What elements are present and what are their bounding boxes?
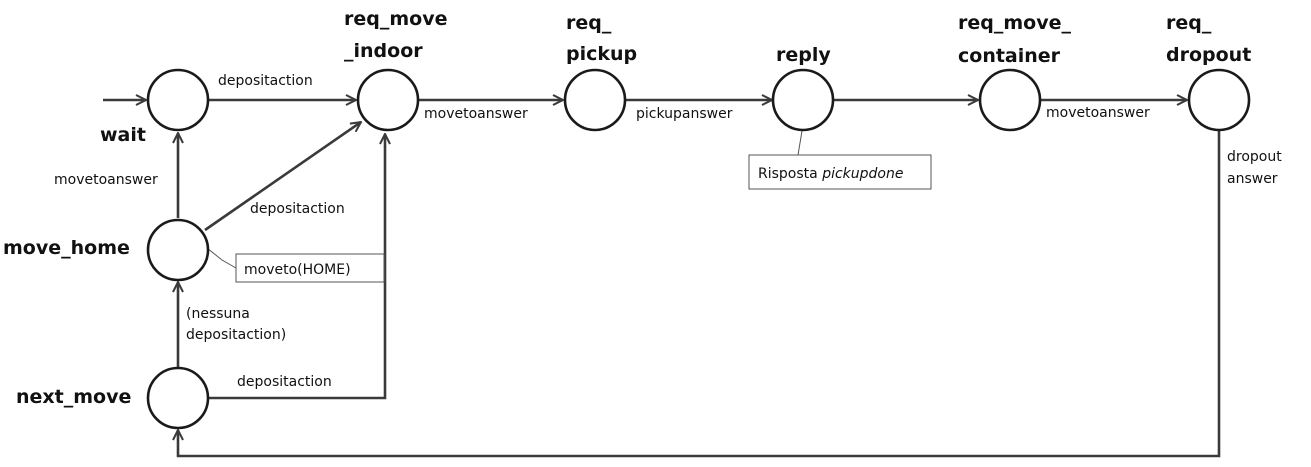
reply-note-connector	[797, 130, 803, 156]
transition-label-next-to-indoor: depositaction	[237, 374, 332, 390]
label-req-move-indoor-line2: _indoor	[344, 40, 423, 62]
state-wait	[146, 68, 210, 132]
edge-home-to-indoor	[204, 122, 361, 232]
label-req-dropout-line1: req_	[1166, 12, 1212, 34]
label-req-pickup-line1: req_	[566, 12, 612, 34]
label-req-move-indoor-line1: req_move	[344, 8, 447, 30]
label-req-dropout-line2: dropout	[1166, 44, 1251, 66]
transition-label-next-to-home-line2: depositaction)	[186, 327, 286, 343]
label-move-home: move_home	[3, 237, 130, 259]
home-note-connector	[206, 247, 237, 269]
label-req-move-container-line1: req_move_	[958, 12, 1071, 34]
state-req-dropout	[1187, 68, 1251, 132]
state-req-pickup	[563, 68, 627, 132]
state-req-move-container	[978, 68, 1042, 132]
state-reply	[771, 68, 835, 132]
reply-note-prefix: Risposta	[758, 166, 822, 182]
transition-label-next-to-home-line1: (nessuna	[186, 306, 250, 322]
label-req-pickup-line2: pickup	[566, 43, 637, 65]
transition-label-indoor-to-pickup: movetoanswer	[424, 106, 528, 122]
transition-label-wait-to-indoor: depositaction	[218, 73, 313, 89]
label-reply: reply	[776, 44, 831, 66]
transition-label-home-to-indoor: depositaction	[250, 201, 345, 217]
edge-dropout-to-next-move	[178, 131, 1221, 458]
home-note-text: moveto(HOME)	[244, 262, 351, 278]
transition-label-container-to-dropout: movetoanswer	[1046, 105, 1150, 121]
home-note-box	[235, 253, 385, 283]
transition-label-dropout-line2: answer	[1227, 171, 1278, 187]
reply-note-text: Risposta pickupdone	[758, 166, 903, 182]
state-next-move	[146, 366, 210, 430]
state-move-home	[146, 218, 210, 282]
transition-label-pickup-to-reply: pickupanswer	[636, 106, 733, 122]
reply-note-box	[748, 154, 932, 190]
label-req-move-container-line2: container	[958, 45, 1061, 67]
transition-label-dropout-line1: dropout	[1227, 149, 1282, 165]
label-next-move: next_move	[16, 386, 131, 408]
state-req-move-indoor	[356, 68, 420, 132]
transition-label-home-to-wait: movetoanswer	[54, 172, 158, 188]
edge-next-to-indoor	[209, 134, 385, 400]
reply-note-italic: pickupdone	[821, 166, 903, 182]
label-wait: wait	[100, 124, 146, 146]
